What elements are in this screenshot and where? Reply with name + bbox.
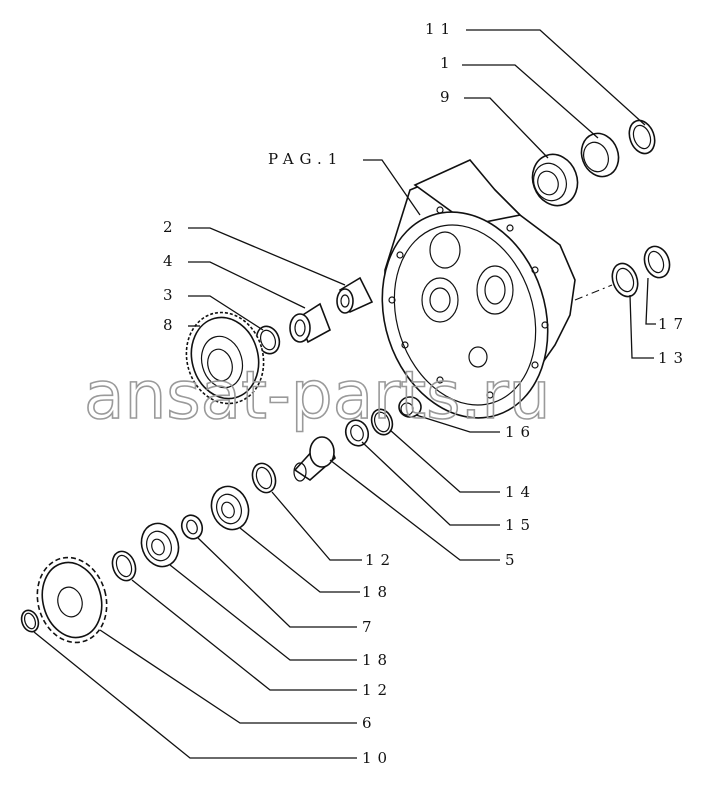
spacer-part-7: [180, 514, 204, 540]
callout-13: 13: [658, 349, 689, 367]
watermark-text: ansat-parts.ru: [84, 357, 550, 434]
callout-8: 8: [163, 316, 179, 334]
callout-17: 17: [658, 315, 689, 333]
sprocket-part-6: [36, 556, 108, 644]
callout-18-upper: 18: [362, 583, 393, 601]
callout-1: 1: [440, 54, 456, 72]
o-ring-part-14: [370, 408, 394, 436]
callout-7: 7: [362, 618, 378, 636]
bushing-part-4: [289, 302, 331, 344]
shaft-part-2: [336, 276, 374, 314]
callout-12-upper: 12: [365, 551, 396, 569]
snap-ring-part-10: [20, 609, 40, 633]
plug-part-16: [398, 396, 422, 418]
callout-14: 14: [505, 483, 536, 501]
bearing-part-9: [531, 153, 579, 207]
bearing-part-18-lower: [140, 522, 180, 568]
callout-4: 4: [163, 252, 179, 270]
snap-ring-part-13: [611, 262, 639, 298]
callout-18-lower: 18: [362, 651, 393, 669]
callout-12-lower: 12: [362, 681, 393, 699]
housing-part: [381, 159, 576, 419]
callout-10: 10: [362, 749, 393, 767]
shaft-part-5: [293, 436, 336, 482]
callout-2: 2: [163, 218, 179, 236]
callout-16: 16: [505, 423, 536, 441]
gear-part-8: [185, 311, 265, 405]
ring-part-17: [643, 245, 671, 279]
callout-9: 9: [440, 88, 456, 106]
callout-5: 5: [505, 551, 521, 569]
axis-line-top: [574, 284, 613, 301]
snap-ring-part-12-upper: [251, 462, 277, 494]
callout-3: 3: [163, 286, 179, 304]
callout-pag-1: PAG.1: [268, 150, 343, 168]
bearing-part-18-upper: [210, 485, 250, 531]
callout-11: 11: [425, 20, 456, 38]
snap-ring-part-11: [628, 119, 656, 155]
callout-6: 6: [362, 714, 378, 732]
seal-part-1: [580, 132, 620, 178]
ring-part-3: [255, 325, 281, 355]
leader-lines: [33, 29, 656, 759]
snap-ring-part-12-lower: [111, 550, 137, 582]
washer-part-15: [344, 419, 370, 447]
callout-15: 15: [505, 516, 536, 534]
